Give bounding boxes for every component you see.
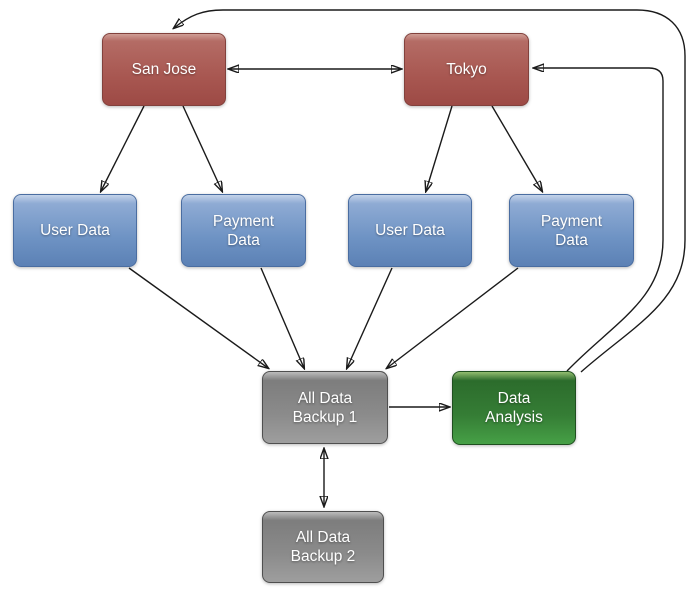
node-user-data-left[interactable]: User Data (13, 194, 137, 267)
node-user-data-left-label: User Data (40, 222, 110, 239)
node-all-data-backup-2[interactable]: All Data Backup 2 (262, 511, 384, 583)
edge-user-data-right-backup1 (347, 267, 393, 368)
node-payment-data-left[interactable]: Payment Data (181, 194, 306, 267)
node-payment-data-right[interactable]: Payment Data (509, 194, 634, 267)
edge-san-jose-user-data-left (101, 105, 145, 191)
node-payment-data-left-label: Payment Data (212, 212, 275, 249)
node-user-data-right[interactable]: User Data (348, 194, 472, 267)
node-all-data-backup-2-label: All Data Backup 2 (290, 529, 356, 565)
edge-data-analysis-tokyo (534, 68, 664, 372)
node-san-jose[interactable]: San Jose (102, 33, 226, 106)
node-tokyo[interactable]: Tokyo (404, 33, 529, 106)
node-all-data-backup-1[interactable]: All Data Backup 1 (262, 371, 388, 444)
node-san-jose-label: San Jose (131, 61, 197, 78)
node-all-data-backup-1-label: All Data Backup 1 (292, 389, 358, 426)
edge-san-jose-payment-data-left (182, 105, 222, 191)
edge-tokyo-user-data-right (426, 105, 453, 191)
edge-payment-data-right-backup1 (387, 267, 519, 368)
node-user-data-right-label: User Data (375, 222, 445, 239)
node-data-analysis[interactable]: Data Analysis (452, 371, 576, 445)
edge-payment-data-left-backup1 (260, 267, 304, 368)
edge-tokyo-payment-data-right (491, 105, 542, 191)
node-data-analysis-label: Data Analysis (485, 390, 543, 426)
node-payment-data-right-label: Payment Data (540, 212, 603, 249)
node-tokyo-label: Tokyo (446, 61, 487, 78)
edge-data-analysis-san-jose (174, 9, 686, 373)
edge-user-data-left-backup1 (128, 267, 268, 368)
